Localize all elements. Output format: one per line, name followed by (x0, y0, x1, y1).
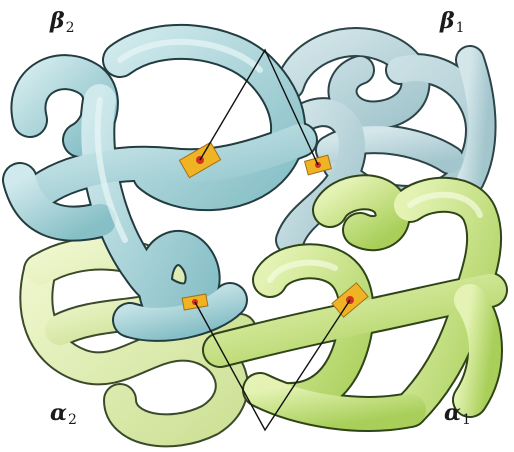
label-beta1: β1 (440, 10, 465, 35)
label-alpha1: α1 (444, 402, 471, 427)
label-beta2: β2 (50, 10, 75, 35)
label-alpha2: α2 (50, 402, 77, 427)
